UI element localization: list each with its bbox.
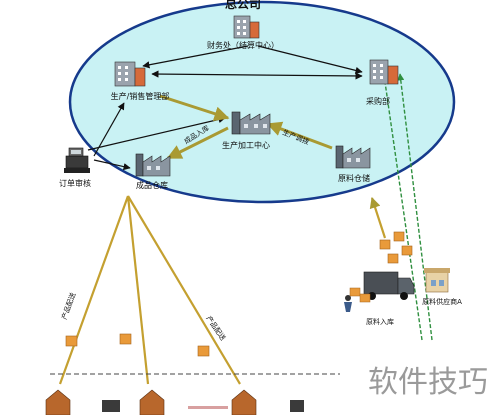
monitor-icon [102,400,120,412]
link-order-processing [87,115,226,151]
material-warehouse-icon [335,145,371,169]
delivery-line-2 [126,195,150,385]
node-supplier: 原料供应商A [422,297,462,306]
node-processing-center: 生产加工中心 [222,140,270,150]
box-icon [119,333,132,345]
link-finance-purchasing [257,45,363,74]
product-warehouse-icon [135,153,171,177]
delivery-line-1 [58,195,130,385]
box-icon [65,335,78,347]
production-sales-building-icon [114,61,146,87]
link-production-purchasing [151,70,363,80]
store-icons [45,389,304,415]
processing-factory-icon [231,111,271,135]
monitor-icon [290,400,304,412]
node-finance: 财务处（结算中心） [207,40,279,50]
box-icon [197,345,210,357]
node-order-review: 订单审核 [59,178,91,188]
watermark: 软件技巧 [368,365,488,400]
supplier-to-purchasing [397,73,433,341]
worker-icon [344,295,352,312]
node-material-warehouse: 原料仓储 [338,173,370,183]
delivery-boxes [65,333,210,357]
link-order-warehouse [93,159,131,171]
flow-sales-processing [159,94,230,121]
flow-material-to-storage [369,196,387,239]
label-product-delivery-left: 产品配送 [59,291,77,320]
material-boxes-icon [379,231,413,264]
node-production-sales: 生产/销售管理部 [111,91,170,101]
flow-product-inbound [166,126,229,160]
store-icon [45,389,71,415]
purchasing-building-icon [369,59,399,85]
distribution-flows [58,195,387,385]
supplier-links [384,73,433,341]
cash-register-icon [64,147,90,173]
node-product-warehouse: 成品仓库 [136,180,168,190]
flow-production-dispatch [266,121,333,150]
purchasing-to-supplier [384,81,423,341]
node-material-inbound: 原料入库 [366,317,394,326]
conveyor-icon [188,406,228,409]
supplier-shop-icon [424,268,450,293]
department-links [87,45,363,171]
link-finance-production [142,45,249,69]
finance-building-icon [233,15,260,39]
delivery-line-3 [127,195,241,385]
store-icon [139,389,165,415]
delivery-truck-icon [349,271,415,303]
internal-flows [159,94,333,160]
headquarters-boundary [68,0,456,204]
headquarters-title: 总公司 [225,0,261,11]
node-purchasing: 采购部 [366,96,390,106]
store-icon [231,389,257,415]
